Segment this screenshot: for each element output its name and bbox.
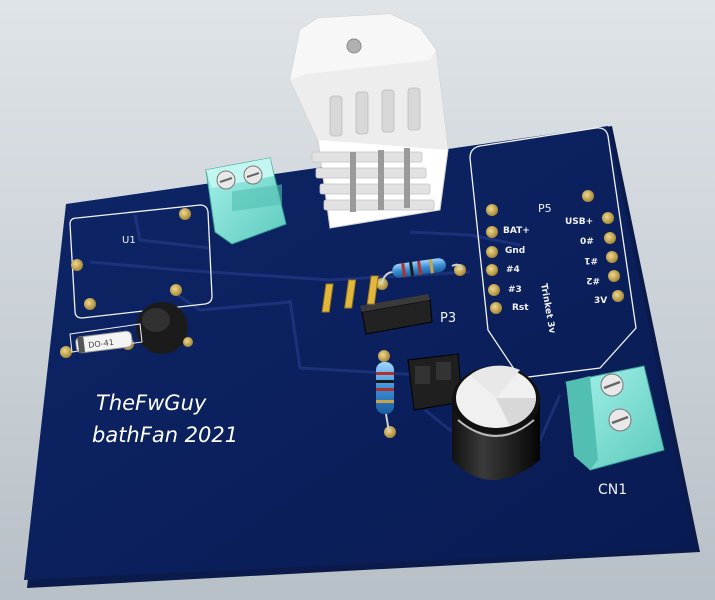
p5-pad (608, 270, 620, 282)
p5-footprint: P5 BAT+ Gnd #4 #3 Rst USB+ 0# #1 #2 3V T… (469, 127, 637, 379)
cn1-label: CN1 (598, 482, 627, 498)
p5-pad (612, 290, 624, 302)
resistor-top (376, 258, 466, 290)
p5-pin-label: USB+ (565, 217, 593, 227)
p5-pad (486, 226, 498, 238)
u1-pad (179, 208, 191, 220)
transistor (136, 302, 193, 354)
p5-pin-label: #3 (508, 285, 522, 295)
p5-pin-label: #4 (506, 265, 520, 275)
copper-traces (89, 214, 562, 442)
p5-pad (486, 204, 498, 216)
p3-header: P3 (321, 275, 456, 335)
terminal-block-top (205, 157, 287, 245)
u1-pad (84, 298, 96, 310)
humidity-sensor (289, 13, 449, 229)
jumper-header (407, 353, 463, 411)
p5-pin-label: 0# (580, 237, 594, 247)
u1-footprint: U1 (69, 204, 213, 319)
u1-pad (170, 284, 182, 296)
u1-pad (71, 259, 83, 271)
p5-label: P5 (538, 202, 552, 215)
brand-text: TheFwGuy (96, 391, 207, 415)
p5-pad (604, 232, 616, 244)
project-text: bathFan 2021 (92, 423, 238, 447)
p5-pin-label: Gnd (505, 246, 525, 256)
p5-pad (488, 284, 500, 296)
p5-pad (602, 212, 614, 224)
p5-pad (606, 251, 618, 263)
terminal-block-cn1: CN1 (565, 365, 665, 498)
p5-pin-label: 3V (594, 296, 607, 306)
p5-pad (490, 302, 502, 314)
p5-pin-label: #1 (584, 255, 598, 265)
p5-pin-label: BAT+ (503, 226, 530, 236)
diode-package-label: DO-41 (88, 338, 115, 350)
u1-label: U1 (122, 235, 136, 246)
p5-pad (582, 190, 594, 202)
p5-pad (486, 264, 498, 276)
capacitor (452, 365, 540, 480)
resistor-vertical (376, 350, 396, 438)
p3-label: P3 (440, 311, 456, 326)
p5-pin-label: Rst (512, 303, 529, 313)
diode: DO-41 (60, 323, 143, 358)
p5-pin-label: #2 (586, 275, 600, 285)
p5-pad (486, 246, 498, 258)
